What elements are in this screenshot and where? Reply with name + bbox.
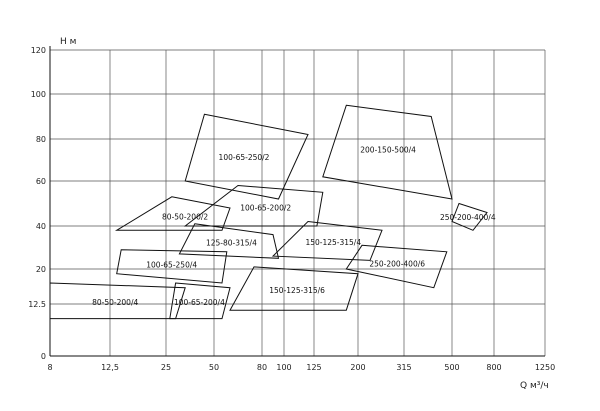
x-tick-label: 315 <box>396 363 411 372</box>
pump-field-150-125-315-6 <box>229 266 359 311</box>
pump-field-label: 125-80-315/4 <box>206 239 257 248</box>
pump-field-250-200-400-4 <box>451 202 488 231</box>
pump-field-label: 150-125-315/4 <box>305 238 361 247</box>
y-tick-label: 100 <box>31 90 46 99</box>
x-tick-label: 200 <box>350 363 365 372</box>
pump-field-100-65-250-2 <box>184 113 309 200</box>
x-tick-label: 50 <box>209 363 219 372</box>
pump-field-100-65-250-4 <box>116 249 228 284</box>
x-tick-label: 125 <box>306 363 321 372</box>
pump-field-label: 100-65-200/4 <box>174 298 225 307</box>
y-tick-label: 20 <box>36 265 46 274</box>
pump-field-200-150-500-4 <box>322 104 453 200</box>
pump-field-label: 100-65-200/2 <box>240 203 291 212</box>
y-tick-label: 120 <box>31 46 46 55</box>
pump-fields: 100-65-250/2 200-150-500/4 250-200-400/4 80… <box>49 104 496 320</box>
y-tick-label: 40 <box>36 222 46 231</box>
pump-field-label: 250-200-400/4 <box>440 213 496 222</box>
pump-field-100-65-200-4 <box>169 282 231 320</box>
pump-field-100-65-200-2 <box>183 184 324 227</box>
pump-field-label: 100-65-250/2 <box>219 153 270 162</box>
pump-field-label: 100-65-250/4 <box>146 261 197 270</box>
pump-field-250-200-400-6 <box>345 244 448 289</box>
x-tick-label: 25 <box>161 363 171 372</box>
pump-field-label: 250-200-400/6 <box>369 260 425 269</box>
x-tick-label: 12,5 <box>101 363 119 372</box>
pump-field-label: 200-150-500/4 <box>360 145 416 154</box>
pump-field-125-80-315-4 <box>178 223 280 259</box>
grid <box>50 49 546 356</box>
pump-field-label: 80-50-200/4 <box>92 298 138 307</box>
x-tick-label: 80 <box>257 363 267 372</box>
y-axis-label: H м <box>60 37 76 47</box>
x-tick-label: 500 <box>444 363 459 372</box>
pump-field-150-125-315-4 <box>271 220 383 261</box>
pump-field-80-50-200-2 <box>114 196 231 231</box>
y-tick-label: 0 <box>41 352 46 361</box>
x-tick-label: 1250 <box>535 363 555 372</box>
pump-field-label: 80-50-200/2 <box>162 212 208 221</box>
pump-field-label: 150-125-315/6 <box>269 286 325 295</box>
x-tick-label: 800 <box>486 363 501 372</box>
x-tick-label: 100 <box>276 363 291 372</box>
y-tick-label: 80 <box>36 135 46 144</box>
y-tick-label: 12.5 <box>28 300 46 309</box>
y-tick-label: 60 <box>36 177 46 186</box>
x-tick-label: 8 <box>47 363 52 372</box>
x-axis-label: Q м³/ч <box>520 381 549 391</box>
